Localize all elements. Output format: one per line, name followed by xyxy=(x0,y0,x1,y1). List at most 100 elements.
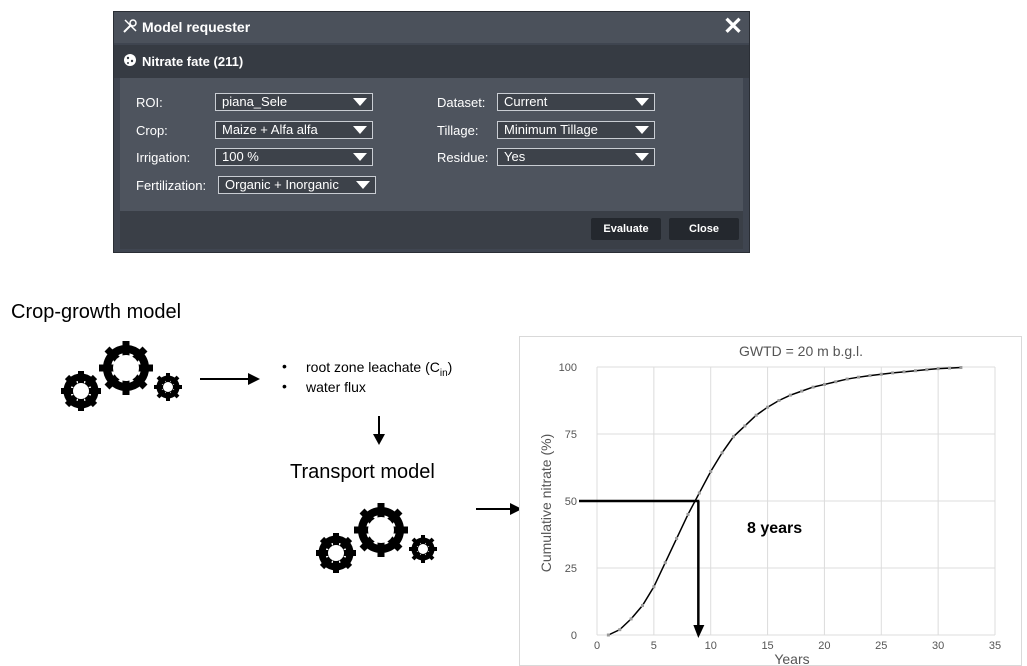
data-point xyxy=(936,367,940,371)
irrigation-label: Irrigation: xyxy=(136,150,191,165)
fertilization-label: Fertilization: xyxy=(136,178,207,193)
chevron-down-icon xyxy=(356,181,370,189)
chevron-down-icon xyxy=(635,126,649,134)
data-point xyxy=(731,435,735,439)
data-point xyxy=(675,537,679,541)
data-point xyxy=(925,368,929,372)
dataset-select[interactable]: Current xyxy=(497,93,655,111)
tillage-select[interactable]: Minimum Tillage xyxy=(497,121,655,139)
data-point xyxy=(788,393,792,397)
gear-icon xyxy=(409,535,437,563)
leachate-subscript: in xyxy=(439,367,448,379)
chevron-down-icon xyxy=(353,153,367,161)
bullet-leachate: root zone leachate (Cin) xyxy=(306,359,452,379)
close-icon[interactable]: ✕ xyxy=(723,13,744,40)
data-point xyxy=(868,374,872,378)
cookie-icon xyxy=(123,53,137,72)
data-point xyxy=(606,633,610,637)
x-tick-label: 30 xyxy=(932,640,944,652)
model-subheader: Nitrate fate (211) xyxy=(114,45,749,78)
gear-icon xyxy=(316,533,356,573)
irrigation-value: 100 % xyxy=(222,149,259,164)
data-point xyxy=(811,385,815,389)
y-tick-label: 100 xyxy=(559,362,577,374)
transport-gears-icon xyxy=(316,503,437,573)
data-point xyxy=(720,451,724,455)
tillage-label: Tillage: xyxy=(437,123,479,138)
chevron-down-icon xyxy=(353,126,367,134)
x-tick-label: 35 xyxy=(989,640,1001,652)
data-point xyxy=(800,389,804,393)
leachate-text: root zone leachate (C xyxy=(306,359,440,375)
crop-growth-gears-icon xyxy=(61,341,182,411)
series-line xyxy=(608,366,961,636)
model-requester-dialog: Model requester ✕ Nitrate fate (211) ROI… xyxy=(113,11,750,253)
bullet-water-flux: water flux xyxy=(306,379,366,395)
data-point xyxy=(709,470,713,474)
data-point xyxy=(743,424,747,428)
data-point xyxy=(845,377,849,381)
dataset-value: Current xyxy=(504,94,548,109)
dataset-label: Dataset: xyxy=(437,95,486,110)
data-point xyxy=(686,512,690,516)
y-axis-label: Cumulative nitrate (%) xyxy=(538,434,554,573)
data-point xyxy=(629,617,633,621)
data-point xyxy=(697,491,701,495)
dialog-footer: Evaluate Close xyxy=(120,211,743,249)
chevron-down-icon xyxy=(635,98,649,106)
dialog-titlebar: Model requester ✕ xyxy=(114,12,749,43)
arrow-down-icon xyxy=(373,416,385,445)
x-tick-label: 15 xyxy=(761,640,773,652)
y-tick-label: 50 xyxy=(565,496,577,508)
data-point xyxy=(766,405,770,409)
arrow-right-icon xyxy=(200,373,260,385)
chevron-down-icon xyxy=(353,98,367,106)
fertilization-value: Organic + Inorganic xyxy=(225,177,339,192)
data-point xyxy=(754,413,758,417)
data-point xyxy=(663,561,667,565)
leachate-close: ) xyxy=(447,359,453,375)
x-tick-label: 5 xyxy=(651,640,657,652)
gear-icon xyxy=(354,503,408,557)
x-tick-label: 20 xyxy=(818,640,830,652)
evaluate-button[interactable]: Evaluate xyxy=(591,218,661,240)
irrigation-select[interactable]: 100 % xyxy=(215,148,373,166)
residue-select[interactable]: Yes xyxy=(497,148,655,166)
roi-label: ROI: xyxy=(136,95,163,110)
data-point xyxy=(652,585,656,589)
x-tick-label: 10 xyxy=(705,640,717,652)
data-point xyxy=(834,380,838,384)
data-point xyxy=(902,370,906,374)
residue-value: Yes xyxy=(504,149,526,164)
crop-value: Maize + Alfa alfa xyxy=(222,122,318,137)
transport-model-title: Transport model xyxy=(290,461,435,483)
crop-label: Crop: xyxy=(136,123,168,138)
bullet-symbol: • xyxy=(282,358,287,374)
data-point xyxy=(640,604,644,608)
y-tick-label: 0 xyxy=(571,630,577,642)
data-point xyxy=(879,372,883,376)
data-point xyxy=(959,366,963,370)
x-tick-label: 0 xyxy=(594,640,600,652)
data-point xyxy=(891,371,895,375)
data-point xyxy=(948,366,952,370)
crop-select[interactable]: Maize + Alfa alfa xyxy=(215,121,373,139)
y-tick-label: 25 xyxy=(565,563,577,575)
close-button[interactable]: Close xyxy=(669,218,739,240)
arrow-right-icon xyxy=(476,503,522,515)
tillage-value: Minimum Tillage xyxy=(504,122,598,137)
y-tick-label: 75 xyxy=(565,429,577,441)
form-area: ROI: piana_Sele Crop: Maize + Alfa alfa … xyxy=(120,78,743,211)
chevron-down-icon xyxy=(635,153,649,161)
fertilization-select[interactable]: Organic + Inorganic xyxy=(218,176,376,194)
gear-icon xyxy=(154,373,182,401)
data-point xyxy=(913,369,917,373)
data-point xyxy=(618,628,622,632)
annotation-label: 8 years xyxy=(747,520,802,537)
arrow-down-icon xyxy=(693,625,705,638)
crop-growth-title: Crop-growth model xyxy=(11,301,182,323)
x-axis-label: Years xyxy=(774,651,809,666)
x-tick-label: 25 xyxy=(875,640,887,652)
roi-select[interactable]: piana_Sele xyxy=(215,93,373,111)
